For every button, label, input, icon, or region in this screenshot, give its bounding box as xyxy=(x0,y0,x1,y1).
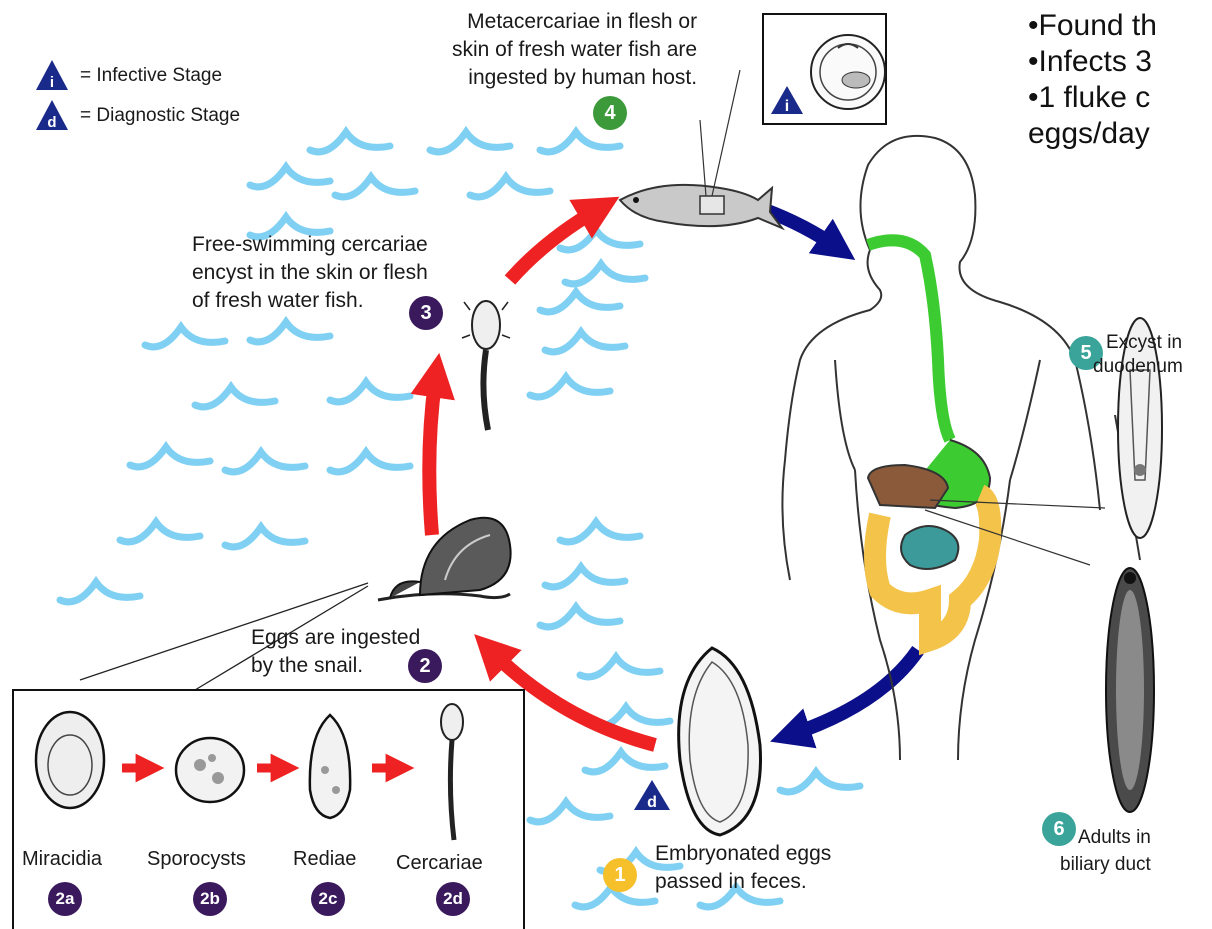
substage-label-sporocysts: Sporocysts xyxy=(147,848,246,871)
wave-stroke xyxy=(330,452,410,472)
legend-diagnostic-icon: d xyxy=(36,100,68,131)
fact-bullet-1: •Found th xyxy=(1028,8,1157,44)
substage-badge-2c: 2c xyxy=(311,882,345,916)
wave-stroke xyxy=(225,527,305,547)
wave-stroke xyxy=(470,177,550,197)
miracidium-figure xyxy=(36,712,104,808)
svg-text:i: i xyxy=(785,98,789,115)
legend-infective-icon: i xyxy=(36,60,68,91)
wave-stroke xyxy=(60,582,140,602)
wave-stroke xyxy=(310,132,390,152)
wave-stroke xyxy=(560,522,640,542)
fact-bullets: •Found th •Infects 3 •1 fluke c eggs/day xyxy=(1028,8,1157,152)
legend-diagnostic-label: = Diagnostic Stage xyxy=(80,102,240,130)
substage-label-miracidia: Miracidia xyxy=(22,848,102,871)
fact-bullet-2: •Infects 3 xyxy=(1028,44,1157,80)
stage3-caption: Free-swimming cercariae encyst in the sk… xyxy=(192,231,428,315)
fact-bullet-3: •1 fluke c xyxy=(1028,80,1157,116)
wave-stroke xyxy=(780,772,860,792)
substage-badge-2d: 2d xyxy=(436,882,470,916)
wave-stroke xyxy=(250,167,330,187)
stage4-badge: 4 xyxy=(593,96,627,130)
wave-stroke xyxy=(225,452,305,472)
fish-host xyxy=(620,70,782,228)
arrow-snail-to-cercaria xyxy=(429,375,436,535)
stage2-caption: Eggs are ingested by the snail. xyxy=(251,624,420,680)
stage6-badge: 6 xyxy=(1042,812,1076,846)
stage1-caption: Embryonated eggs passed in feces. xyxy=(655,840,831,896)
wave-stroke xyxy=(540,292,620,312)
stage3-badge: 3 xyxy=(409,296,443,330)
wave-stroke xyxy=(530,802,610,822)
stage4-caption: Metacercariae in flesh or skin of fresh … xyxy=(452,8,697,92)
embryonated-egg xyxy=(679,648,761,835)
stage2-badge: 2 xyxy=(408,649,442,683)
wave-stroke xyxy=(540,132,620,152)
stage5-caption: Excyst in xyxy=(1106,330,1182,356)
adult-fluke xyxy=(1106,568,1154,812)
wave-stroke xyxy=(250,322,330,342)
substage-label-cercariae: Cercariae xyxy=(396,852,483,875)
wave-stroke xyxy=(545,567,625,587)
wave-stroke xyxy=(545,332,625,352)
legend-infective-label: = Infective Stage xyxy=(80,62,222,90)
svg-text:i: i xyxy=(50,74,54,91)
wave-stroke xyxy=(430,132,510,152)
stage6-caption: Adults in xyxy=(1078,825,1151,851)
stage5-caption-line2: duodenum xyxy=(1093,354,1183,380)
arrow-fish-to-human xyxy=(765,210,838,248)
cercaria xyxy=(462,301,510,430)
wave-stroke xyxy=(195,387,275,407)
svg-text:d: d xyxy=(47,114,56,131)
sporocyst-figure xyxy=(176,738,244,802)
wave-stroke xyxy=(335,177,415,197)
wave-stroke xyxy=(580,657,660,677)
wave-stroke xyxy=(530,377,610,397)
stage1-badge: 1 xyxy=(603,858,637,892)
wave-stroke xyxy=(565,264,645,284)
wave-stroke xyxy=(120,522,200,542)
wave-stroke xyxy=(145,327,225,347)
wave-stroke xyxy=(540,607,620,627)
diagnostic-marker-icon: d xyxy=(634,780,670,811)
wave-stroke xyxy=(585,752,665,772)
stage6-caption-line2: biliary duct xyxy=(1060,852,1151,878)
fact-bullet-4: eggs/day xyxy=(1028,116,1157,152)
substage-label-rediae: Rediae xyxy=(293,848,356,871)
digestive-tract xyxy=(868,240,1105,640)
wave-stroke xyxy=(330,382,410,402)
wave-stroke xyxy=(130,447,210,467)
substage-badge-2a: 2a xyxy=(48,882,82,916)
substage-badge-2b: 2b xyxy=(193,882,227,916)
svg-text:d: d xyxy=(647,794,657,811)
